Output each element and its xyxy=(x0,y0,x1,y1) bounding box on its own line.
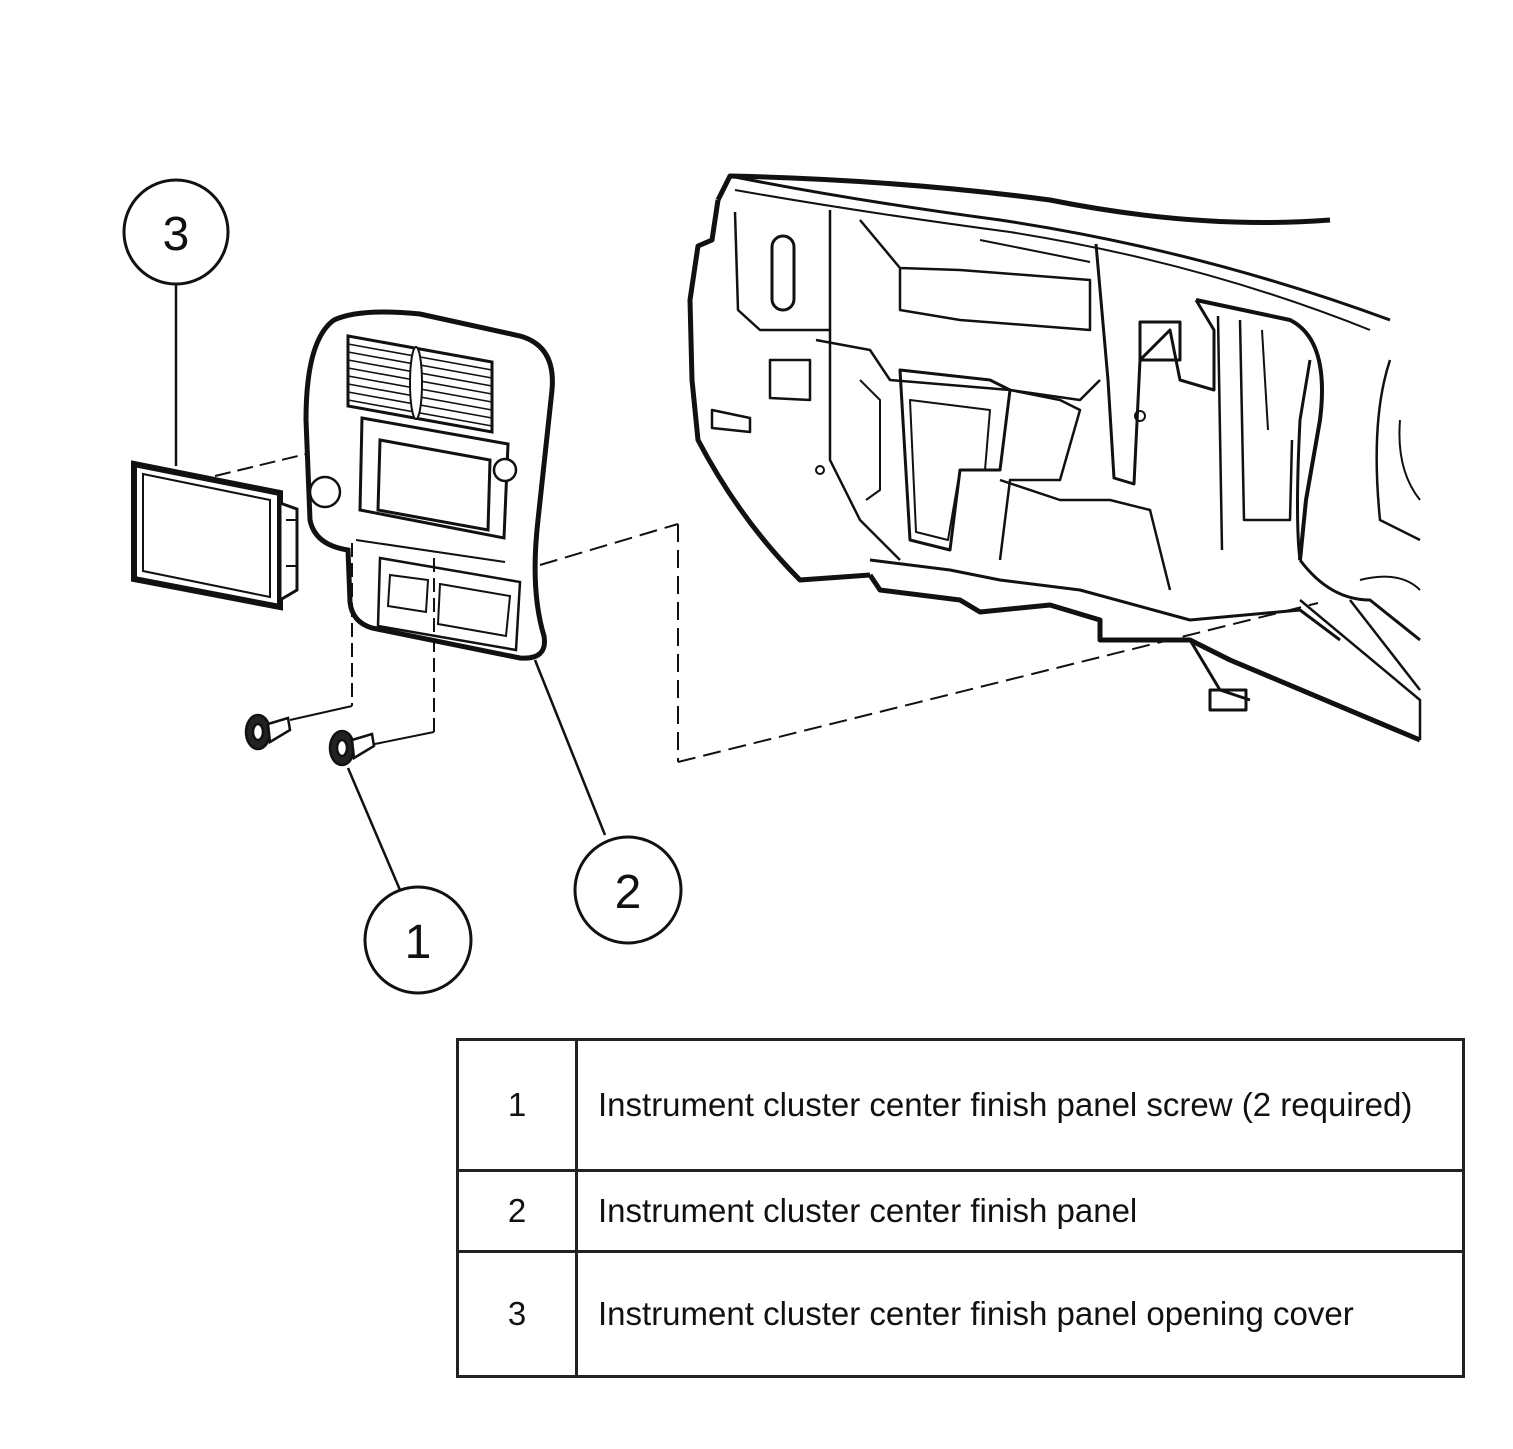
legend-number: 1 xyxy=(456,1038,578,1172)
legend-description: Instrument cluster center finish panel o… xyxy=(575,1250,1465,1378)
legend-description: Instrument cluster center finish panel s… xyxy=(575,1038,1465,1172)
legend-row: 2 Instrument cluster center finish panel xyxy=(456,1169,1465,1253)
legend-row: 1 Instrument cluster center finish panel… xyxy=(456,1038,1465,1172)
callout-2: 2 xyxy=(533,659,683,945)
svg-text:2: 2 xyxy=(615,866,642,919)
legend-number: 3 xyxy=(456,1250,578,1378)
instrument-panel xyxy=(687,173,1422,743)
screw-left xyxy=(244,713,292,751)
legend-description: Instrument cluster center finish panel xyxy=(575,1169,1465,1253)
legend-number: 2 xyxy=(456,1169,578,1253)
screw-guides xyxy=(289,543,435,746)
legend-table: 1 Instrument cluster center finish panel… xyxy=(456,1038,1465,1378)
callout-3: 3 xyxy=(122,178,230,466)
legend-row: 3 Instrument cluster center finish panel… xyxy=(456,1250,1465,1378)
screw-right xyxy=(328,729,376,767)
opening-cover xyxy=(131,460,299,611)
panel-projection-dashed xyxy=(539,523,1319,763)
svg-text:3: 3 xyxy=(163,208,190,261)
finish-panel xyxy=(303,309,555,661)
svg-text:1: 1 xyxy=(405,916,432,969)
callout-1: 1 xyxy=(346,767,473,995)
